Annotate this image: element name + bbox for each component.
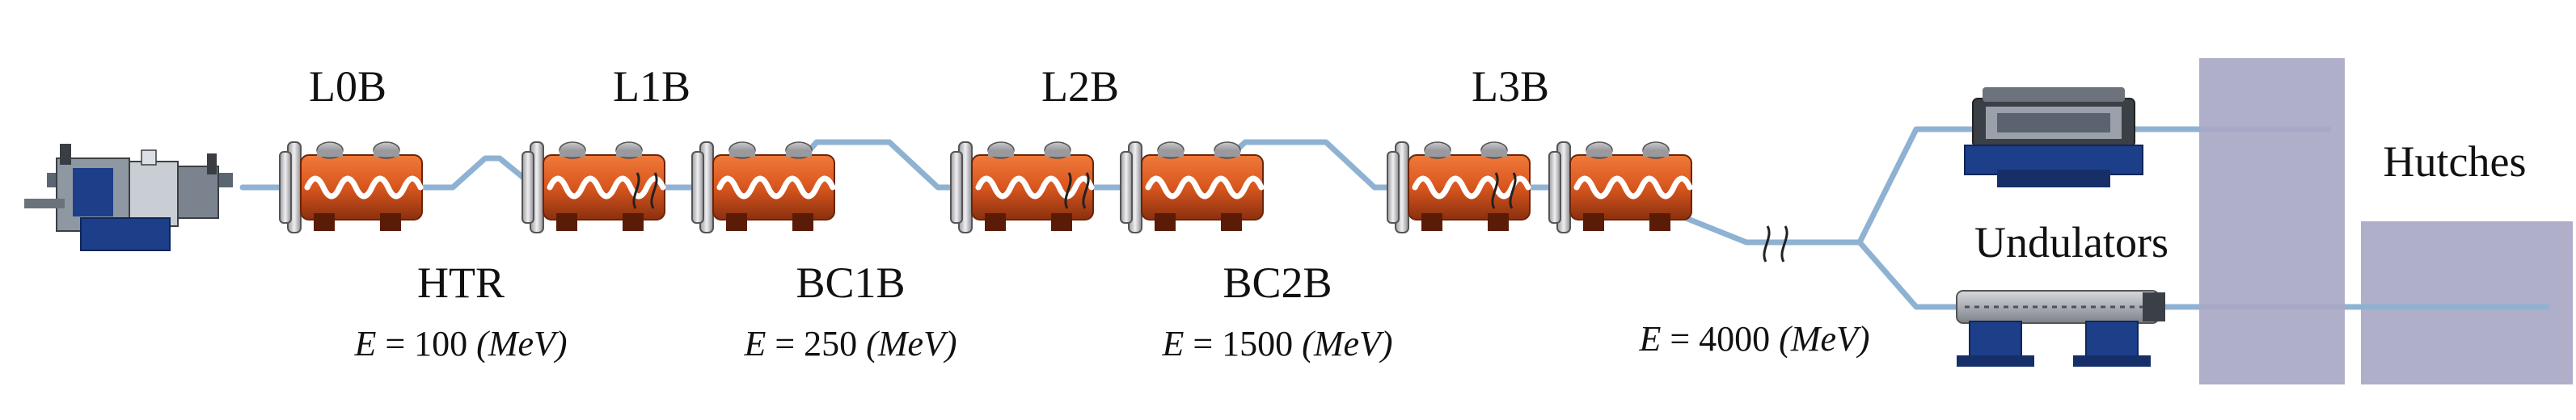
bc2b-label: BC2B — [1223, 258, 1332, 307]
cavity-l3b-2 — [1549, 142, 1691, 233]
hutch-upper-icon — [2199, 58, 2345, 384]
cavity-l1b-1 — [522, 142, 665, 233]
hutch-lower-icon — [2361, 221, 2573, 384]
energy-label-bc2b: E = 1500 (MeV) — [1161, 324, 1392, 363]
l1b-label: L1B — [613, 62, 690, 111]
htr-label: HTR — [417, 258, 505, 307]
energy-label-htr: E = 100 (MeV) — [353, 324, 567, 363]
cavity-l2b-2 — [1121, 142, 1263, 233]
injector-icon — [24, 144, 233, 251]
cavity-l0b-1 — [280, 142, 422, 233]
hutches-label: Hutches — [2384, 137, 2527, 186]
cavity-l1b-2 — [692, 142, 834, 233]
undulator-lower-icon — [1956, 290, 2165, 367]
l3b-label: L3B — [1472, 62, 1549, 111]
undulators-label: Undulators — [1974, 218, 2168, 267]
energy-label-bc1b: E = 250 (MeV) — [743, 324, 956, 363]
bc1b-label: BC1B — [796, 258, 905, 307]
l0b-label: L0B — [309, 62, 386, 111]
cavity-l2b-1 — [951, 142, 1093, 233]
upper-branch-path — [1856, 126, 2332, 246]
undulator-upper-icon — [1964, 87, 2143, 187]
cavity-l3b-1 — [1387, 142, 1530, 233]
energy-label-undulators: E = 4000 (MeV) — [1638, 319, 1869, 359]
l2b-label: L2B — [1041, 62, 1119, 111]
